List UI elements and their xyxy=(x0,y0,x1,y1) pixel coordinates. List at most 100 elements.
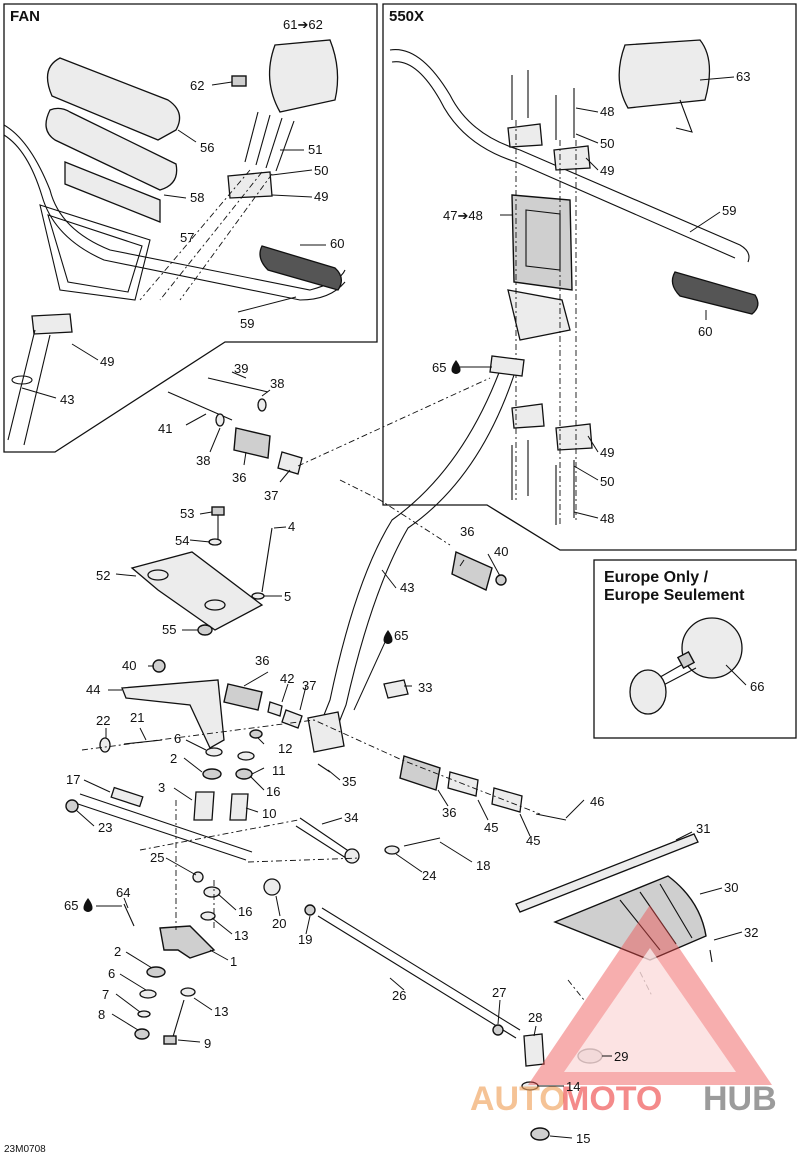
part-label: 3 xyxy=(158,780,165,795)
part-label: 34 xyxy=(344,810,358,825)
part-label: 38 xyxy=(270,376,284,391)
main-steering-assembly xyxy=(65,355,713,1141)
part-label: 65 xyxy=(64,898,78,913)
part-label: 9 xyxy=(204,1036,211,1051)
part-label: 39 xyxy=(234,361,248,376)
part-label: 6 xyxy=(174,731,181,746)
europe-panel-title-line2: Europe Seulement xyxy=(604,587,745,604)
part-label: 54 xyxy=(175,533,189,548)
part-label: 60 xyxy=(698,324,712,339)
fan-clip xyxy=(231,75,247,87)
part-label: 6 xyxy=(108,966,115,981)
part-label: 33 xyxy=(418,680,432,695)
part-label: 38 xyxy=(196,453,210,468)
fan-cover xyxy=(268,39,339,113)
sleeve-3 xyxy=(193,791,215,821)
part-label: 37 xyxy=(264,488,278,503)
part-label: 62 xyxy=(190,78,204,93)
europe-horn xyxy=(629,617,743,715)
part-label: 59 xyxy=(722,203,736,218)
part-label: 36 xyxy=(232,470,246,485)
riser-block xyxy=(511,194,573,291)
oil-drop-icon xyxy=(383,630,393,644)
part-label: 58 xyxy=(190,190,204,205)
rod-26 xyxy=(321,907,521,1031)
x550-cover xyxy=(618,39,711,109)
part-label: 24 xyxy=(422,868,436,883)
part-label: 36 xyxy=(442,805,456,820)
part-label: 20 xyxy=(272,916,286,931)
part-label: 50 xyxy=(314,163,328,178)
part-label: 37 xyxy=(302,678,316,693)
part-label: 53 xyxy=(180,506,194,521)
part-label: 66 xyxy=(750,679,764,694)
x550-bolts-top xyxy=(511,70,575,140)
bushing-36b xyxy=(451,550,493,591)
part-label: 11 xyxy=(272,763,286,778)
europe-panel-title-line1: Europe Only / xyxy=(604,569,709,586)
clip-33 xyxy=(383,679,409,699)
part-label: 17 xyxy=(66,772,80,787)
part-label: 42 xyxy=(280,671,294,686)
x550-lower-clamp xyxy=(511,403,545,429)
x550-grip xyxy=(671,271,759,315)
part-label: 60 xyxy=(330,236,344,251)
tie-rod-34 xyxy=(295,817,351,859)
bracket-1 xyxy=(159,925,216,959)
europe-panel-frame xyxy=(593,559,797,739)
part-label: 2 xyxy=(114,944,121,959)
steering-column xyxy=(317,369,501,731)
part-label: 51 xyxy=(308,142,322,157)
x550-bolts-bottom xyxy=(511,440,575,525)
part-label: 49 xyxy=(600,163,614,178)
part-label: 43 xyxy=(60,392,74,407)
spacer-37a xyxy=(277,451,303,475)
part-label: 57 xyxy=(180,230,194,245)
x550-handlebar xyxy=(389,49,750,263)
part-label: 25 xyxy=(150,850,164,865)
crossbar-frame xyxy=(39,204,151,301)
part-label: 8 xyxy=(98,1007,105,1022)
part-label: 23 xyxy=(98,820,112,835)
part-label: 35 xyxy=(342,774,356,789)
part-label: 49 xyxy=(314,189,328,204)
part-label: 15 xyxy=(576,1131,590,1146)
part-label: 45 xyxy=(484,820,498,835)
part-label: 43 xyxy=(400,580,414,595)
riser-mount xyxy=(507,289,571,341)
part-label: 29 xyxy=(614,1049,628,1064)
part-label: 21 xyxy=(130,710,144,725)
fan-steering-column xyxy=(7,329,51,446)
x550-panel-parts xyxy=(389,39,759,525)
part-label: 26 xyxy=(392,988,406,1003)
part-label: 13 xyxy=(214,1004,228,1019)
part-label: 14 xyxy=(566,1079,580,1094)
part-label: 31 xyxy=(696,821,710,836)
oil-drop-icon xyxy=(451,360,461,374)
fan-grip xyxy=(259,245,342,291)
part-label: 13 xyxy=(234,928,248,943)
part-label: 1 xyxy=(230,954,237,969)
part-label: 16 xyxy=(238,904,252,919)
fan-upper-clamp xyxy=(227,171,273,199)
part-label: 19 xyxy=(298,932,312,947)
part-label: 65 xyxy=(432,360,446,375)
part-label: 65 xyxy=(394,628,408,643)
bushing-36a xyxy=(233,427,271,459)
part-label: 10 xyxy=(262,806,276,821)
x550-panel-frame xyxy=(382,3,797,551)
part-label: 49 xyxy=(100,354,114,369)
x550-top-clamp xyxy=(507,123,543,148)
part-label: 36 xyxy=(255,653,269,668)
oil-drop-icon xyxy=(83,898,93,912)
bracket-52 xyxy=(130,551,264,631)
part-label: 40 xyxy=(122,658,136,673)
part-label: 16 xyxy=(266,784,280,799)
bolt-39 xyxy=(207,377,269,393)
part-label: 2 xyxy=(170,751,177,766)
link-45b xyxy=(491,787,523,813)
part-label: 28 xyxy=(528,1010,542,1025)
sleeve-10 xyxy=(229,793,249,821)
part-label: 36 xyxy=(460,524,474,539)
fan-bolts xyxy=(244,111,295,172)
